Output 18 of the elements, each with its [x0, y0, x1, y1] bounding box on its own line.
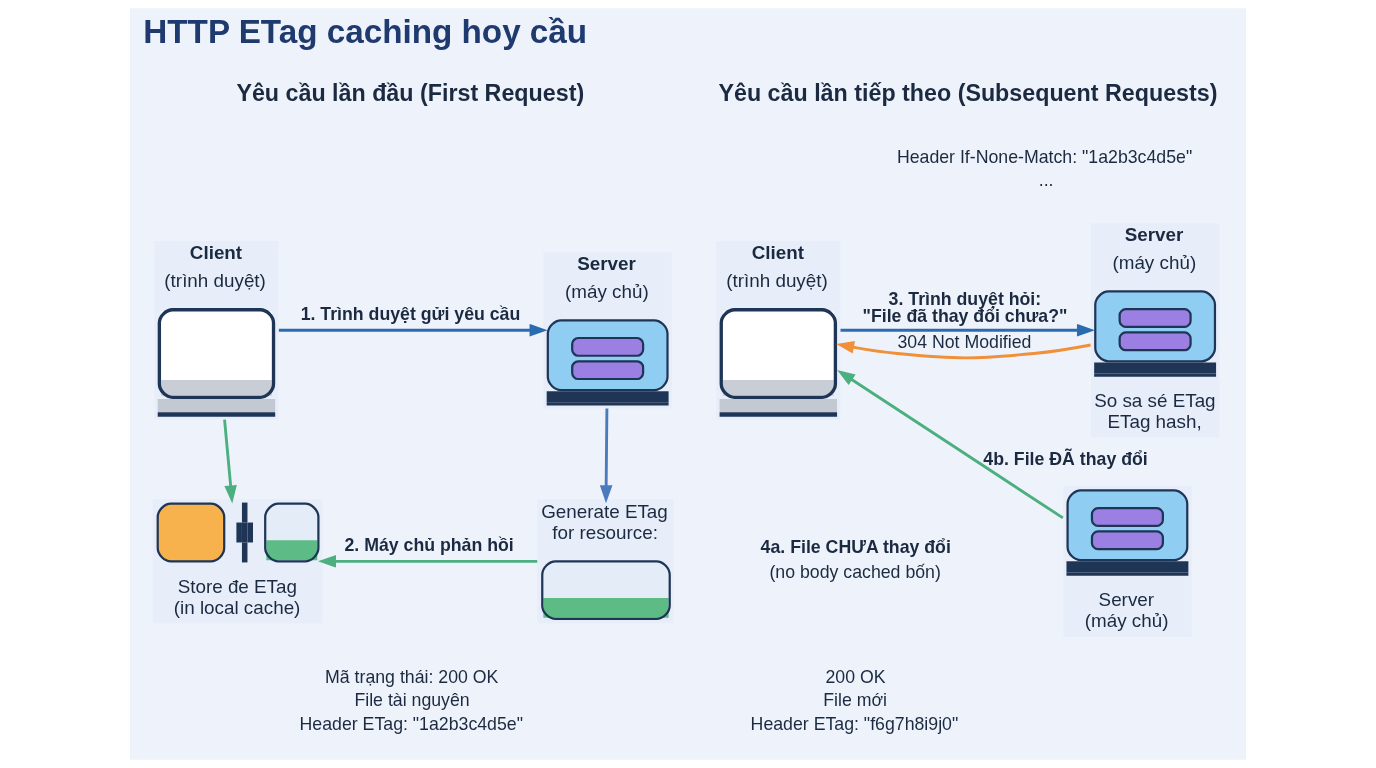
label: File tài nguyên: [354, 690, 470, 711]
label: 4a. File CHƯA thay đổi: [760, 537, 951, 558]
edge-label: 4b. File ĐÃ thay đổi: [983, 448, 1148, 469]
label: Yêu cầu lần đầu (First Request): [236, 80, 585, 107]
edge-label: 304 Not Modified: [897, 331, 1032, 352]
label: ...: [1038, 169, 1054, 190]
label: Header If-None-Match: "1a2b3c4d5e": [896, 146, 1193, 167]
label: File mới: [823, 690, 887, 711]
edge-label: 3. Trình duyệt hỏi: "File đã thay đổi chưa?": [862, 288, 1068, 327]
label: Header ETag: "1a2b3c4d5e": [299, 713, 523, 734]
label: (no body cached bốn): [769, 561, 941, 582]
edge-label: 2. Máy chủ phản hồi: [344, 535, 514, 556]
label: 200 OK: [825, 667, 886, 687]
edge-label: 1. Trình duyệt gửi yêu cầu: [300, 304, 521, 325]
label: Yêu cầu lần tiếp theo (Subsequent Requests): [718, 80, 1218, 107]
diagram-title: HTTP ETag caching hoy cầu: [143, 12, 588, 50]
label: Header ETag: "f6g7h8i9j0": [750, 713, 959, 734]
label: Mã trạng thái: 200 OK: [325, 667, 499, 687]
